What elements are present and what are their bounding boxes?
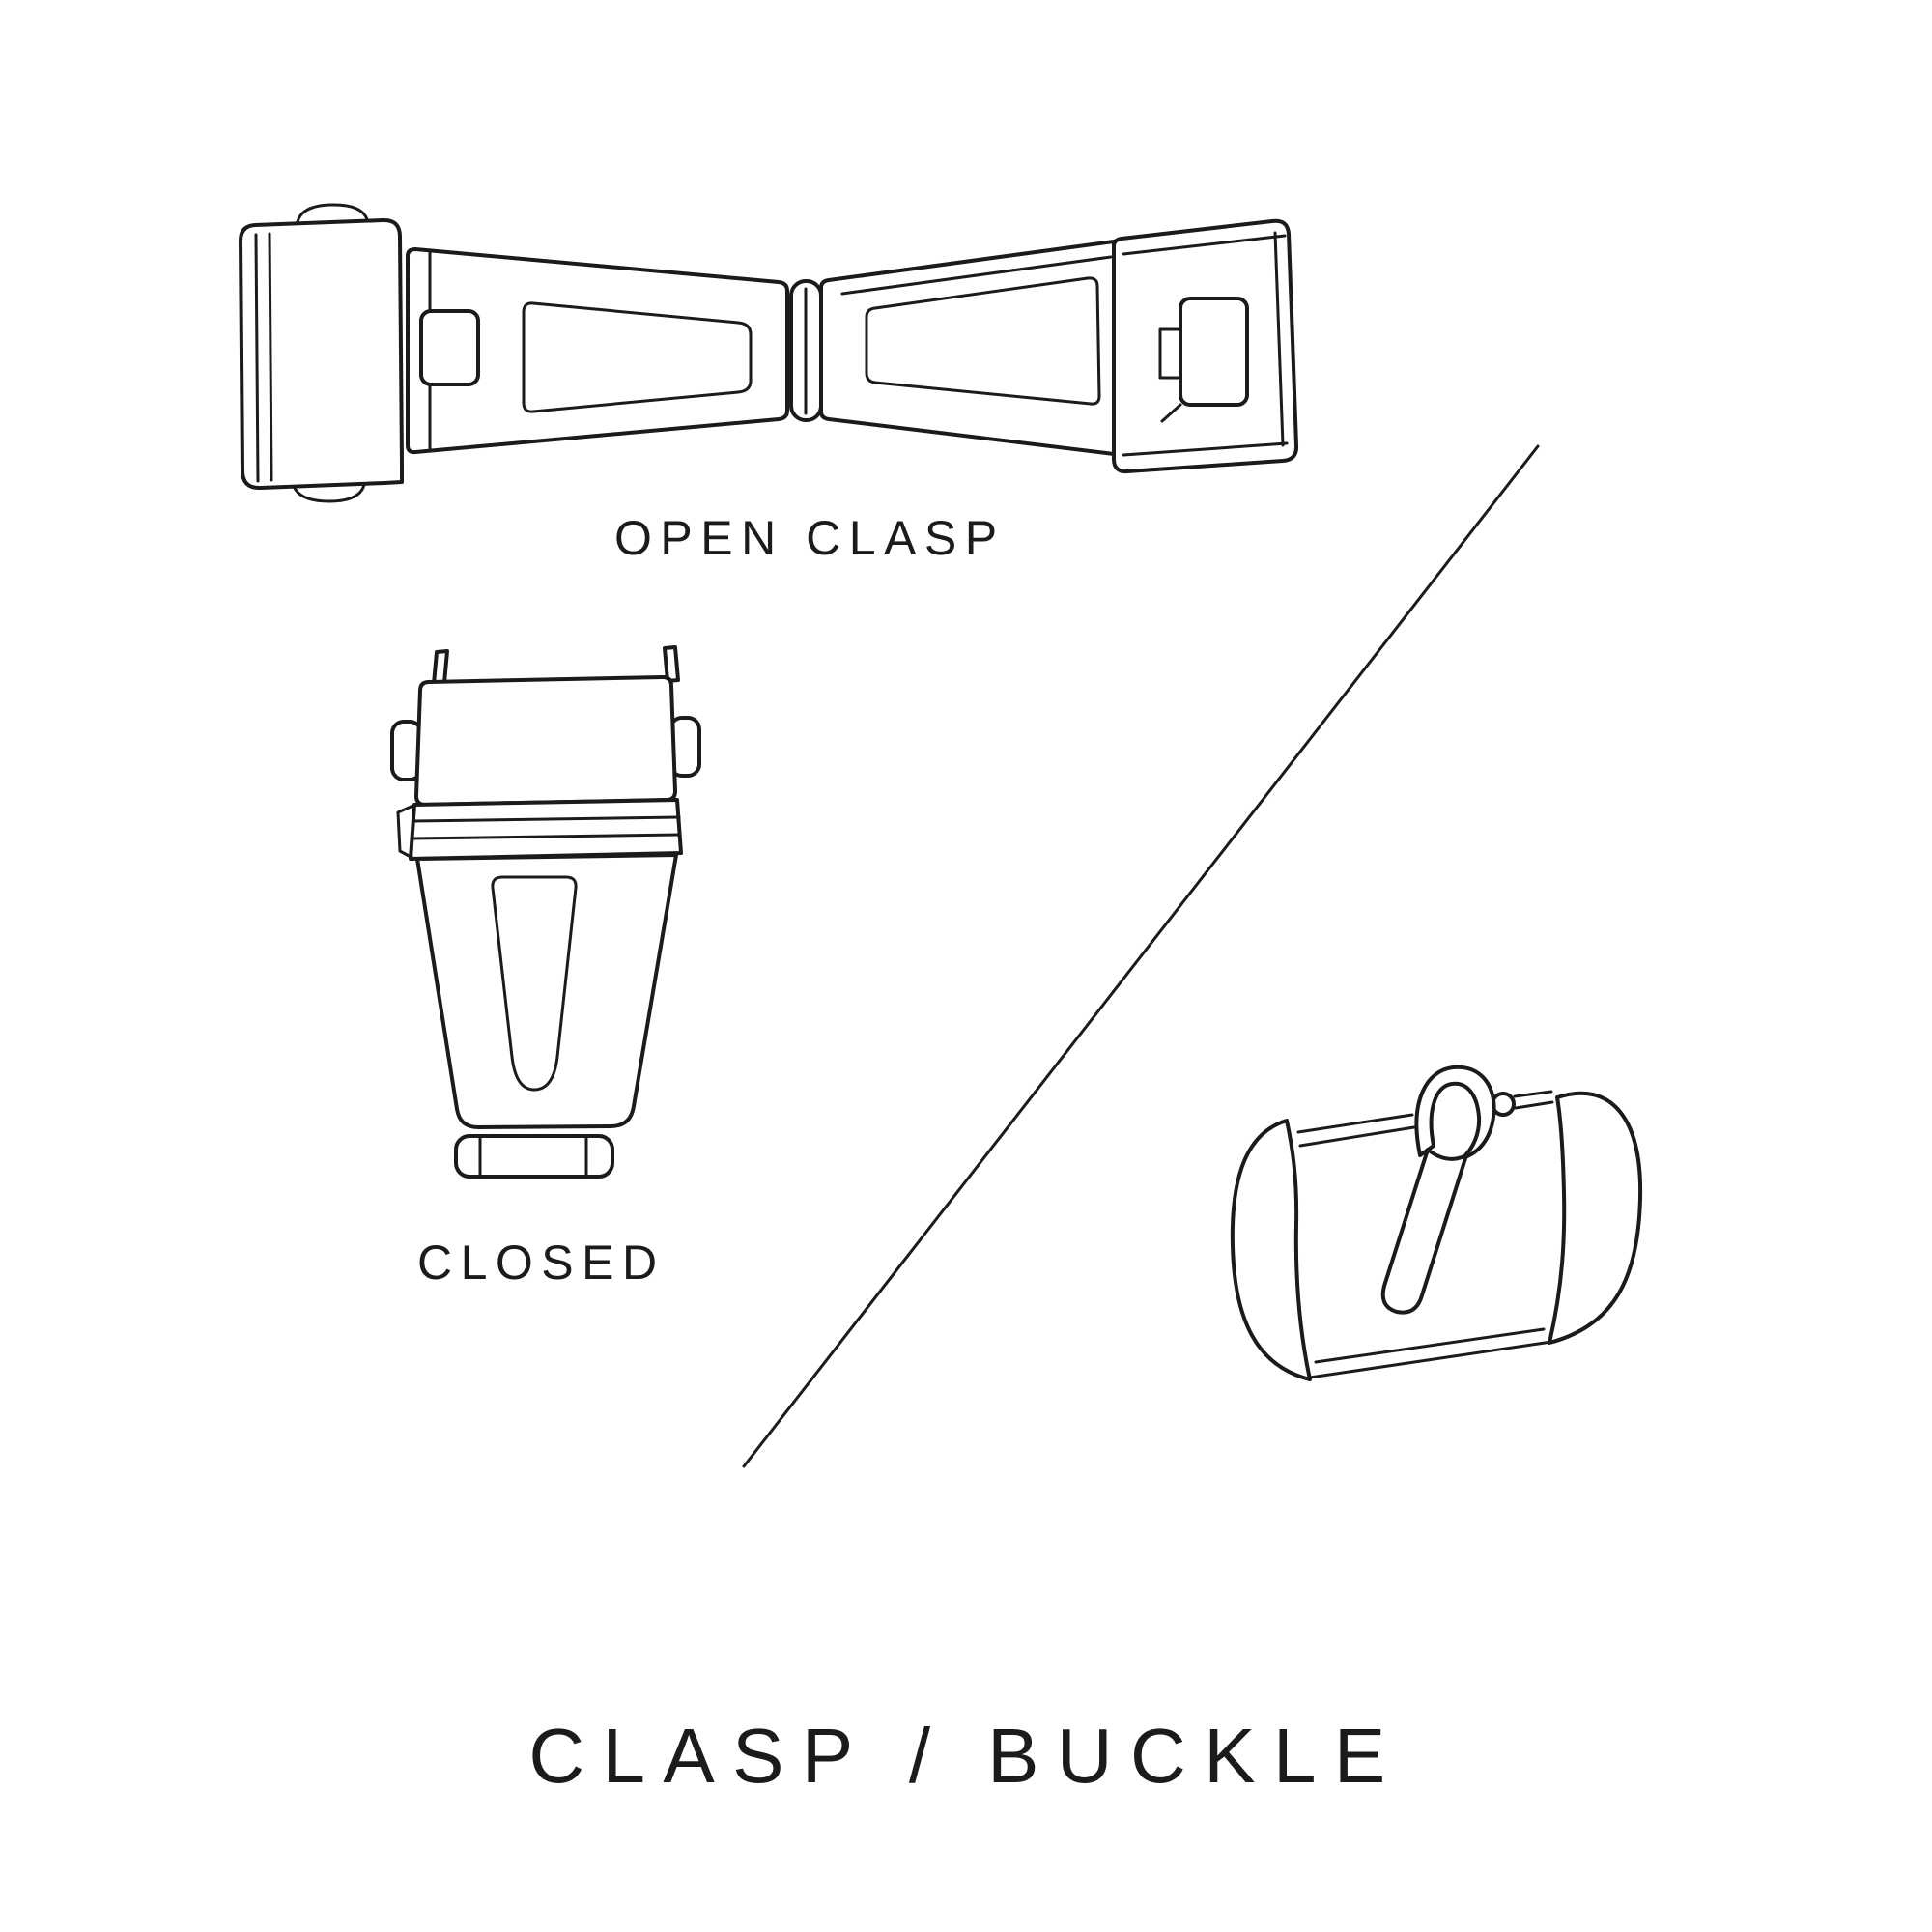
open-clasp-illustration bbox=[239, 203, 1299, 503]
diagram-title: CLASP / BUCKLE bbox=[528, 1713, 1404, 1799]
closed-clasp-illustration bbox=[390, 645, 701, 1179]
divider-line bbox=[742, 444, 1540, 1468]
open-clasp-label: OPEN CLASP bbox=[614, 511, 1006, 565]
buckle-tang-icon bbox=[1380, 1148, 1468, 1315]
open-clasp-top-tab-icon bbox=[296, 203, 369, 224]
buckle-illustration bbox=[1230, 1065, 1643, 1381]
open-clasp-bottom-tab-icon bbox=[292, 483, 366, 503]
buckle-tang-loop-icon bbox=[1414, 1065, 1496, 1160]
closed-label: CLOSED bbox=[417, 1236, 666, 1290]
